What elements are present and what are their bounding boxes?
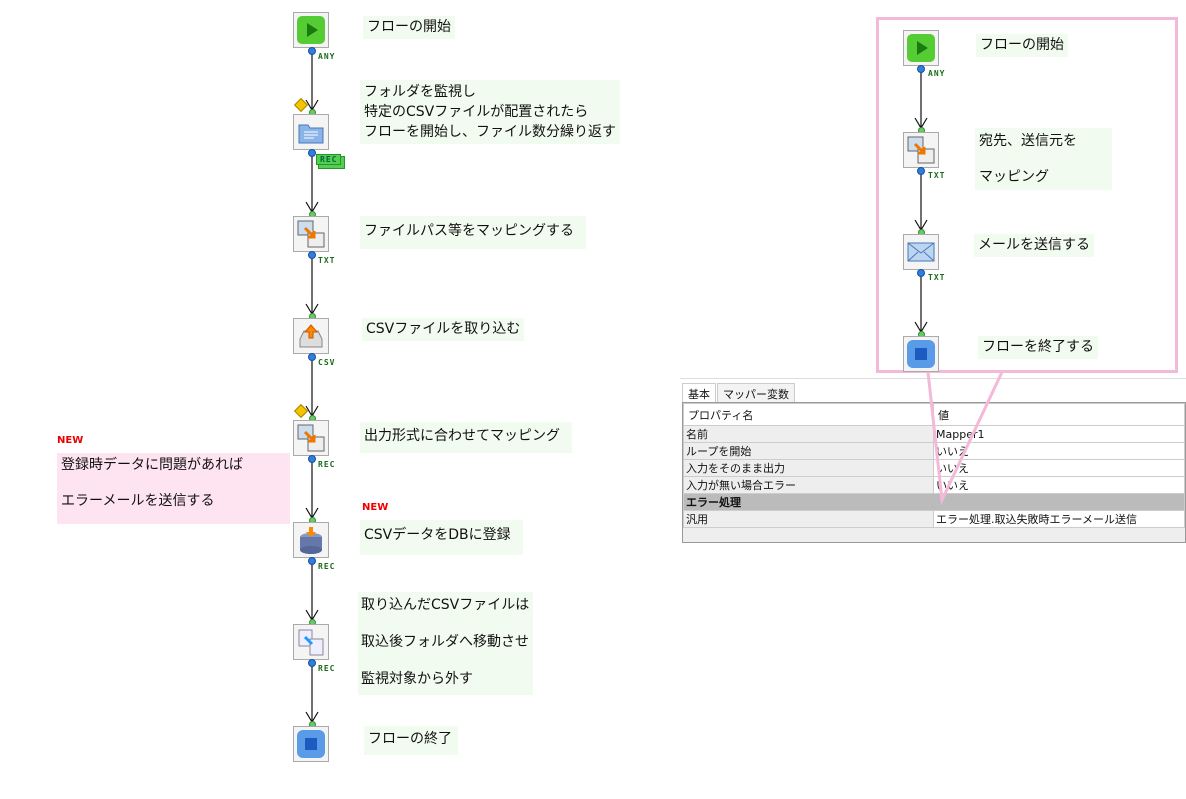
end-node[interactable] (903, 336, 939, 372)
folder-watch-icon (298, 124, 324, 144)
end-node[interactable] (293, 726, 329, 762)
new-badge: NEW (362, 502, 389, 513)
property-value[interactable]: エラー処理.取込失敗時エラーメール送信 (933, 510, 1185, 528)
property-value[interactable]: いいえ (933, 459, 1185, 477)
send-mail-node[interactable] (903, 234, 939, 270)
section-row: エラー処理 (683, 493, 1185, 511)
database-insert-node[interactable] (293, 522, 329, 558)
output-port[interactable] (917, 167, 925, 175)
end-icon (907, 340, 935, 368)
mapper-node[interactable] (903, 132, 939, 168)
tab-basic[interactable]: 基本 (682, 383, 716, 402)
section-title[interactable]: エラー処理 (683, 493, 1185, 511)
property-name: 入力が無い場合エラー (683, 476, 934, 494)
database-insert-icon (300, 527, 322, 554)
output-port[interactable] (308, 47, 316, 55)
node-label: フォルダを監視し 特定のCSVファイルが配置されたら フローを開始し、ファイル数… (360, 80, 620, 144)
node-label: ファイルパス等をマッピングする (360, 216, 586, 249)
output-port[interactable] (308, 251, 316, 259)
header-name: プロパティ名 (683, 403, 934, 426)
new-badge: NEW (57, 435, 84, 446)
start-node[interactable] (293, 12, 329, 48)
property-name: 入力をそのまま出力 (683, 459, 934, 477)
header-value: 値 (933, 403, 1185, 426)
start-node[interactable] (903, 30, 939, 66)
mapper-node[interactable] (293, 216, 329, 252)
error-note: 登録時データに問題があれば エラーメールを送信する (57, 453, 290, 524)
node-label: 宛先、送信元を マッピング (975, 128, 1112, 190)
property-name: ループを開始 (683, 442, 934, 460)
property-tabs: 基本 マッパー変数 (680, 378, 1186, 402)
output-port[interactable] (308, 149, 316, 157)
node-label: フローを終了する (978, 336, 1098, 359)
port-label: TXT (318, 256, 336, 265)
port-label: CSV (318, 358, 336, 367)
file-move-node[interactable] (293, 624, 329, 660)
table-row: 入力が無い場合エラーいいえ (683, 476, 1185, 494)
node-label: フローの開始 (363, 16, 455, 39)
property-name: 汎用 (683, 510, 934, 528)
port-label: TXT (928, 171, 946, 180)
trigger-icon (293, 97, 309, 113)
port-label: ANY (318, 52, 336, 61)
csv-import-node[interactable] (293, 318, 329, 354)
table-row: 入力をそのまま出力いいえ (683, 459, 1185, 477)
node-label: メールを送信する (974, 234, 1094, 257)
node-label: 出力形式に合わせてマッピング (360, 422, 572, 453)
port-label: TXT (928, 273, 946, 282)
table-row: ループを開始いいえ (683, 442, 1185, 460)
output-port[interactable] (308, 353, 316, 361)
folder-watch-node[interactable] (293, 114, 329, 150)
file-move-icon (298, 629, 324, 656)
port-label: REC (318, 562, 336, 571)
mapper-icon (297, 220, 325, 248)
output-port[interactable] (917, 269, 925, 277)
output-port[interactable] (308, 659, 316, 667)
mapper-icon (907, 136, 935, 164)
callout-frame (876, 17, 1178, 373)
property-value[interactable]: いいえ (933, 476, 1185, 494)
port-label: REC (318, 460, 336, 469)
mail-icon (907, 242, 935, 262)
table-row: 汎用エラー処理.取込失敗時エラーメール送信 (683, 510, 1185, 528)
output-port[interactable] (308, 455, 316, 463)
node-label: CSVデータをDBに登録 (360, 520, 523, 555)
output-port[interactable] (917, 65, 925, 73)
start-icon (907, 34, 935, 62)
port-label: REC (316, 154, 342, 165)
node-label: フローの終了 (364, 726, 458, 755)
mapper-node[interactable] (293, 420, 329, 456)
mapper-icon (297, 424, 325, 452)
property-value[interactable]: いいえ (933, 442, 1185, 460)
output-port[interactable] (308, 557, 316, 565)
trigger-icon (293, 403, 309, 419)
property-value[interactable]: Mapper1 (933, 425, 1185, 443)
csv-import-icon (299, 324, 323, 348)
port-label: ANY (928, 69, 946, 78)
node-label: フローの開始 (976, 34, 1068, 57)
port-label: REC (318, 664, 336, 673)
start-icon (297, 16, 325, 44)
node-label: 取り込んだCSVファイルは 取込後フォルダへ移動させ 監視対象から外す (358, 592, 534, 695)
node-label: CSVファイルを取り込む (362, 318, 525, 341)
end-icon (297, 730, 325, 758)
tab-mapper-variables[interactable]: マッパー変数 (717, 383, 795, 402)
property-name: 名前 (683, 425, 934, 443)
